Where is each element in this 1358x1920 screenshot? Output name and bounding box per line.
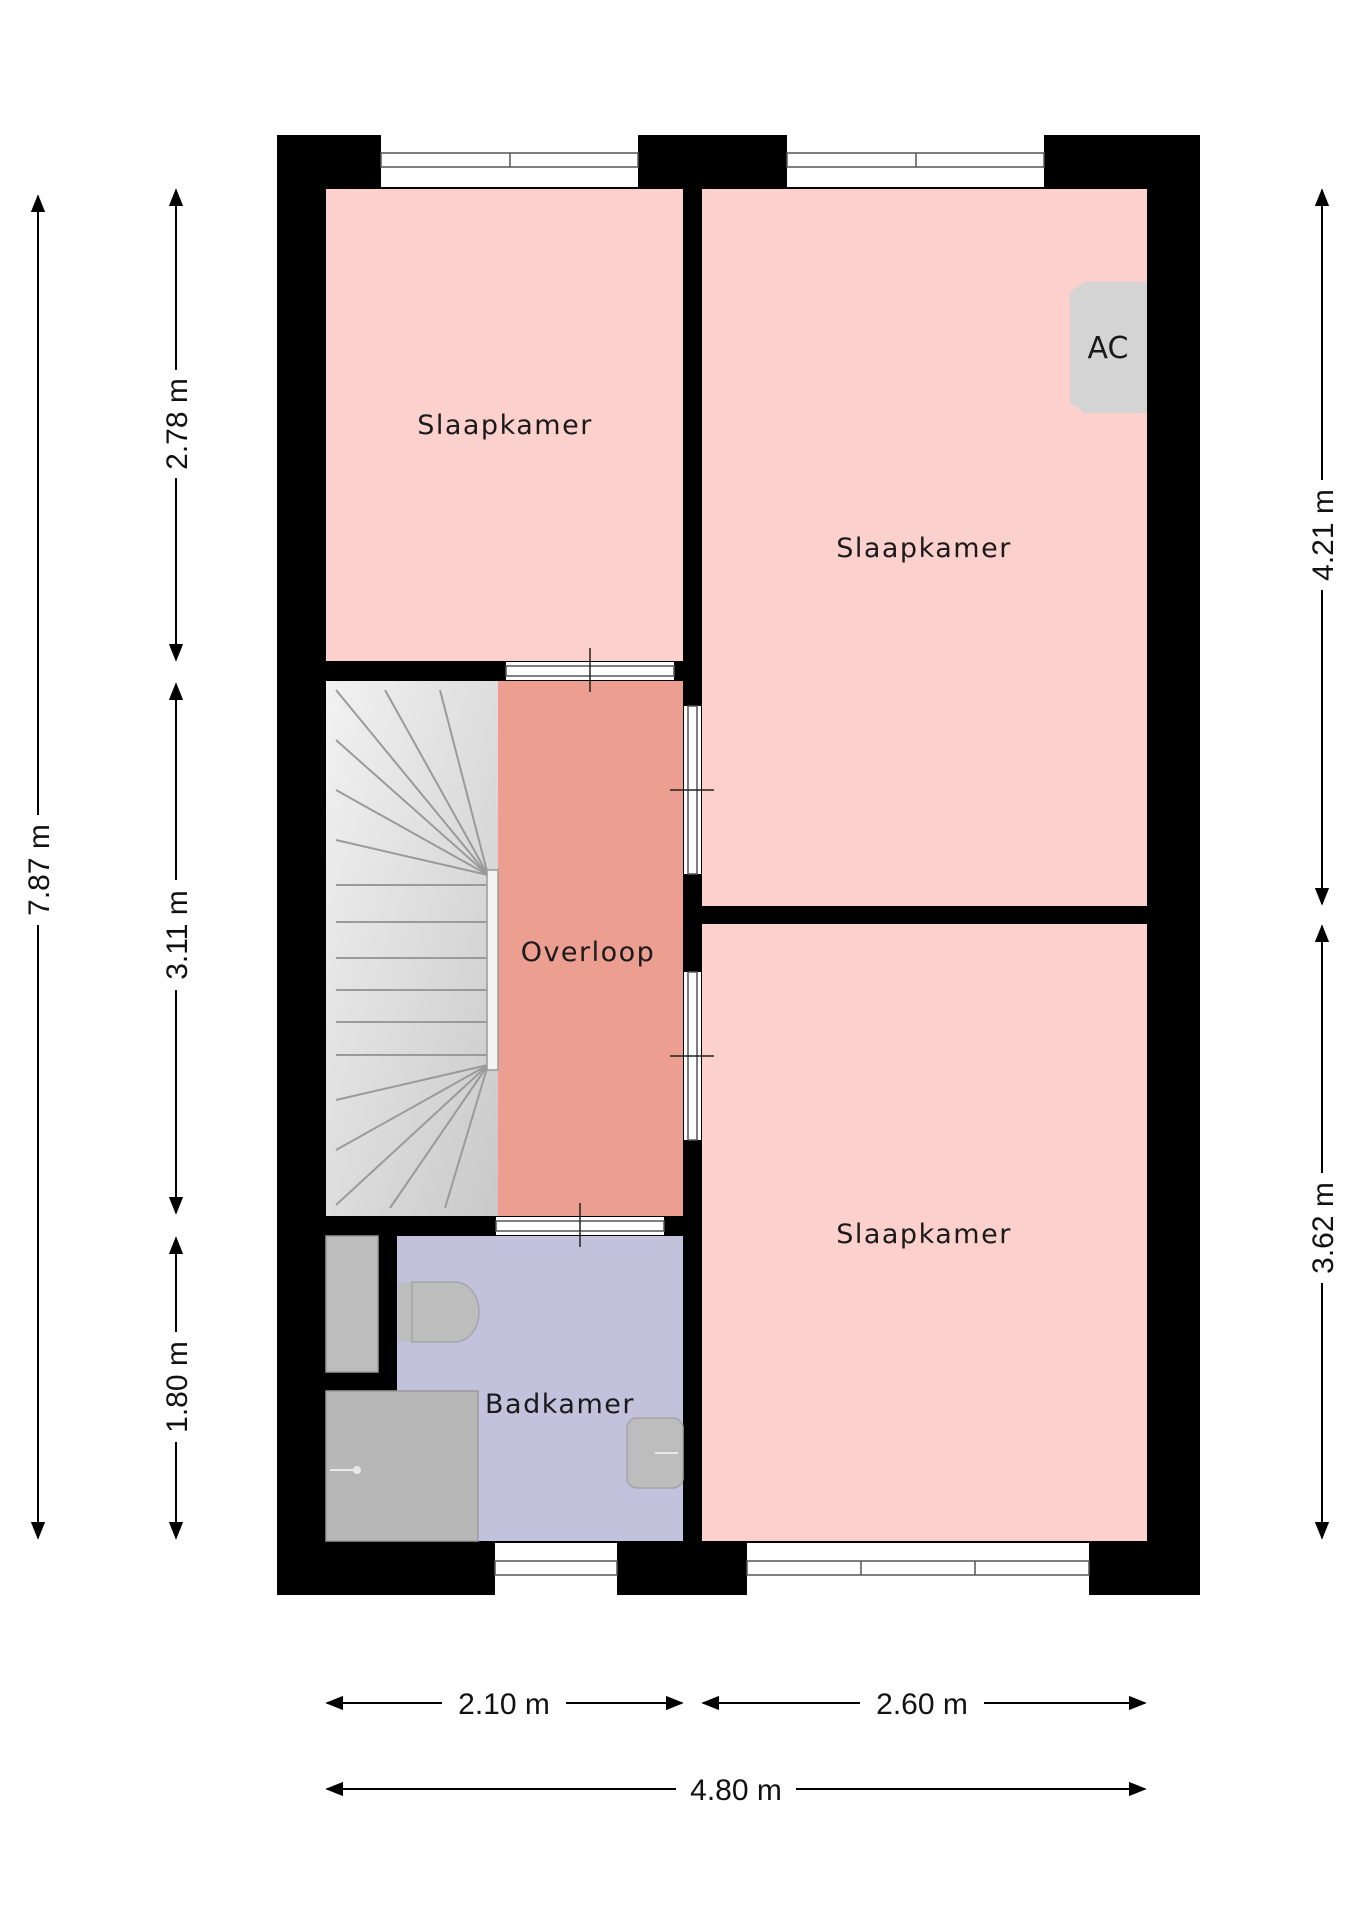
door-bathroom xyxy=(495,1203,665,1247)
door-top-right-bedroom xyxy=(670,705,714,875)
door-top-left-bedroom xyxy=(505,648,675,692)
window-top-left xyxy=(380,135,639,187)
room-label-landing: Overloop xyxy=(521,937,656,968)
window-bottom-left xyxy=(494,1543,618,1595)
sink xyxy=(626,1417,684,1489)
room-bedroom-top-left xyxy=(326,189,683,661)
room-landing xyxy=(498,681,683,1216)
staircase xyxy=(326,681,499,1216)
room-label-bathroom: Badkamer xyxy=(485,1389,635,1420)
window-top-right xyxy=(786,135,1045,187)
room-bedroom-bottom-right xyxy=(702,924,1147,1541)
shower-tray xyxy=(325,1390,479,1542)
dim-right-top: 4.21 m xyxy=(1307,489,1340,581)
room-label-bedroom-top-right: Slaapkamer xyxy=(836,533,1012,564)
dim-left-middle: 3.11 m xyxy=(161,890,194,980)
dim-bottom-left-width: 2.10 m xyxy=(458,1688,550,1721)
dim-total-height: 7.87 m xyxy=(23,824,56,916)
dim-right-bottom: 3.62 m xyxy=(1307,1182,1340,1274)
room-label-bedroom-bottom-right: Slaapkamer xyxy=(836,1219,1012,1250)
dim-left-top: 2.78 m xyxy=(161,378,194,470)
window-bottom-right xyxy=(746,1543,1090,1595)
toilet xyxy=(398,1281,480,1343)
ac-label: AC xyxy=(1088,331,1129,366)
dim-left-bottom: 1.80 m xyxy=(161,1341,194,1433)
bathroom-cabinet xyxy=(325,1235,379,1373)
dim-total-width: 4.80 m xyxy=(690,1774,782,1807)
ac-unit xyxy=(1070,282,1147,413)
door-bottom-right-bedroom xyxy=(670,971,714,1141)
room-label-bedroom-top-left: Slaapkamer xyxy=(417,410,593,441)
dim-bottom-right-width: 2.60 m xyxy=(876,1688,968,1721)
